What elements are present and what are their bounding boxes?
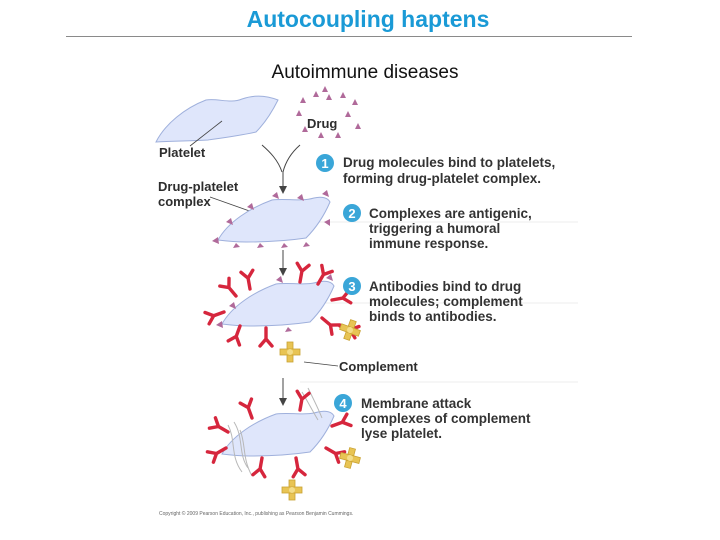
step-1-text-line-2: forming drug-platelet complex.	[343, 171, 541, 186]
flow-arrow-2-3-head	[279, 268, 287, 276]
step-4-text-line-3: lyse platelet.	[361, 426, 442, 441]
platelet-label: Platelet	[159, 145, 206, 160]
step-3-text-line-2: molecules; complement	[369, 294, 523, 309]
step-badge-1: 1	[316, 154, 334, 172]
step-2-text-line-3: immune response.	[369, 236, 488, 251]
svg-text:2: 2	[348, 206, 355, 221]
drug-molecules	[296, 86, 361, 138]
step-1-text-line-1: Drug molecules bind to platelets,	[343, 155, 555, 170]
step-4-text-line-1: Membrane attack	[361, 396, 472, 411]
merge-arrow	[261, 144, 301, 188]
merge-arrow-head	[279, 186, 287, 194]
platelet-shape	[155, 95, 279, 143]
title-divider	[66, 36, 632, 37]
step-3-text-line-1: Antibodies bind to drug	[369, 279, 521, 294]
slide-subtitle: Autoimmune diseases	[271, 62, 459, 83]
step-badge-4: 4	[334, 394, 352, 412]
svg-text:4: 4	[339, 396, 347, 411]
drug-platelet-label-line2: complex	[158, 194, 212, 209]
svg-text:3: 3	[348, 279, 355, 294]
step-badge-2: 2	[343, 204, 361, 222]
copyright-notice: Copyright © 2009 Pearson Education, Inc.…	[159, 510, 353, 517]
step-2-text-line-1: Complexes are antigenic,	[369, 206, 532, 221]
svg-text:1: 1	[321, 156, 328, 171]
drug-platelet-label-line1: Drug-platelet	[158, 179, 239, 194]
step-4-text-line-2: complexes of complement	[361, 411, 531, 426]
row-separator-lines	[300, 221, 578, 383]
lysed-platelet	[205, 387, 363, 501]
step-badge-3: 3	[343, 277, 361, 295]
complement-label: Complement	[339, 359, 418, 374]
step-2-text-line-2: triggering a humoral	[369, 221, 500, 236]
slide-title: Autocoupling haptens	[246, 6, 490, 32]
step-3-text-line-3: binds to antibodies.	[369, 309, 497, 324]
antibody-coated-platelet	[203, 261, 364, 363]
drug-platelet-complex	[212, 190, 331, 248]
platelet-pointer-line	[189, 120, 223, 147]
complement-pointer-line	[303, 361, 339, 367]
drug-label: Drug	[307, 116, 337, 131]
flow-arrow-3-4-head	[279, 398, 287, 406]
